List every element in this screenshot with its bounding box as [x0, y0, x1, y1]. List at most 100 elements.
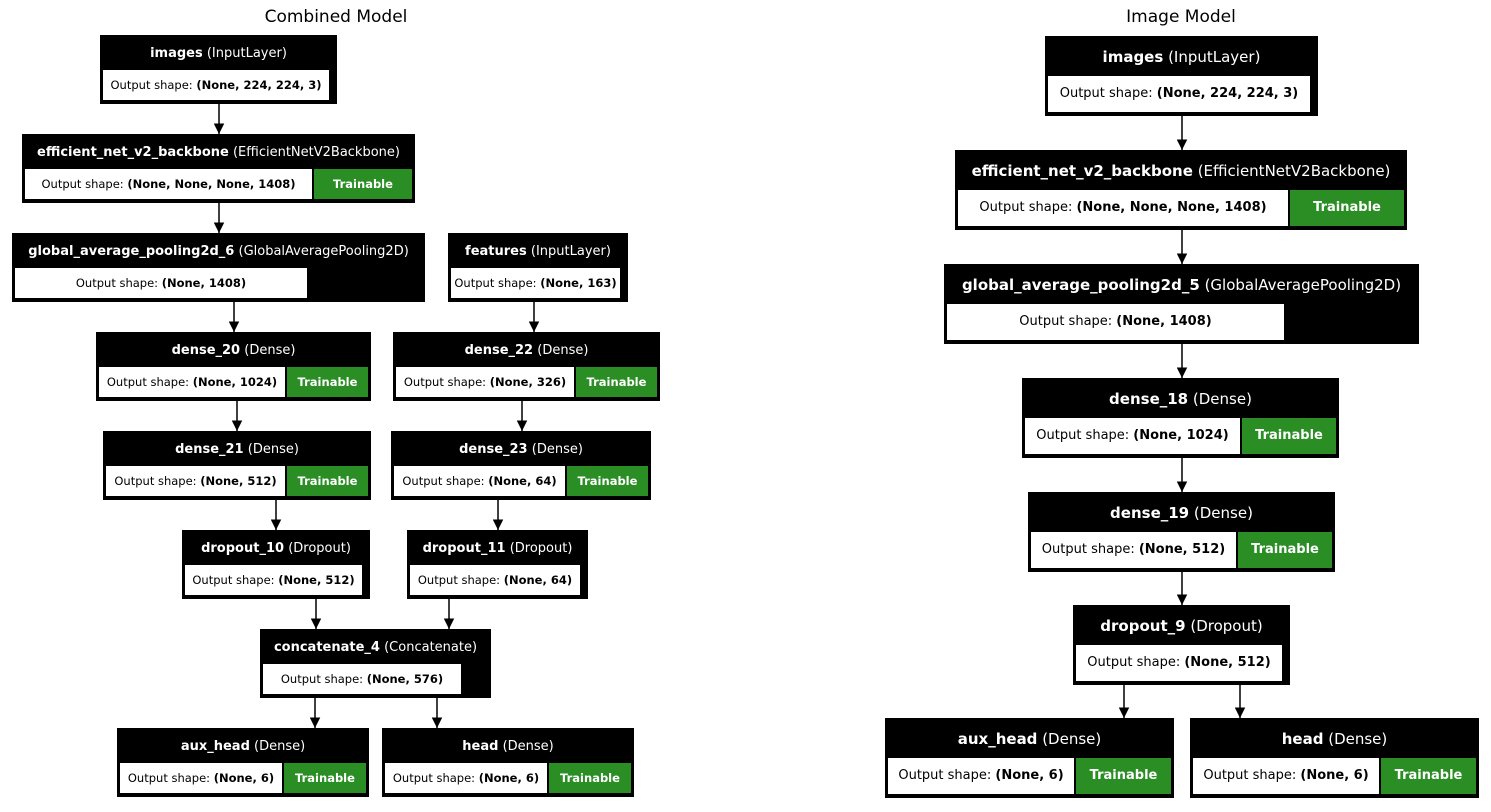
output-shape-box: Output shape: (None, 64) [394, 466, 565, 496]
output-shape-value: (None, None, None, 1408) [1076, 200, 1267, 215]
output-shape-box: Output shape: (None, 512) [185, 565, 362, 595]
layer-name: dense_22 [464, 343, 534, 358]
layer-header: dense_20 (Dense) [96, 335, 371, 367]
output-shape-value: (None, 6) [1300, 768, 1369, 783]
layer-type: (Dense) [531, 442, 583, 457]
layer-node-images: images (InputLayer)Output shape: (None, … [100, 35, 337, 104]
layer-header: dense_19 (Dense) [1028, 495, 1335, 532]
output-shape-value: (None, 163) [540, 276, 617, 290]
layer-type: (Dropout) [509, 541, 573, 556]
layer-type: (Dense) [1328, 730, 1388, 748]
output-shape-value: (None, 224, 224, 3) [196, 78, 322, 92]
output-shape-box: Output shape: (None, None, None, 1408) [25, 169, 312, 199]
trainable-badge: Trainable [1238, 532, 1332, 568]
layer-name: dropout_9 [1100, 617, 1186, 635]
output-shape-value: (None, 6) [478, 771, 540, 785]
output-shape-label: Output shape: [106, 375, 193, 389]
layer-node-images: images (InputLayer)Output shape: (None, … [1045, 36, 1318, 116]
output-shape-box: Output shape: (None, 6) [888, 758, 1074, 794]
output-shape-box: Output shape: (None, 1024) [99, 367, 285, 397]
trainable-badge: Trainable [287, 367, 368, 397]
trainable-badge: Trainable [1242, 418, 1336, 454]
layer-name: global_average_pooling2d_5 [961, 276, 1200, 294]
output-shape-box: Output shape: (None, 6) [385, 763, 547, 793]
output-shape-value: (None, 1024) [192, 375, 278, 389]
output-shape-label: Output shape: [280, 672, 367, 686]
output-shape-value: (None, 64) [488, 474, 557, 488]
output-shape-box: Output shape: (None, 6) [1193, 758, 1379, 794]
layer-type: (GlobalAveragePooling2D) [1204, 276, 1402, 294]
output-shape-box: Output shape: (None, 224, 224, 3) [103, 70, 329, 100]
layer-header: efficient_net_v2_backbone (EfficientNetV… [22, 137, 415, 169]
layer-header: global_average_pooling2d_5 (GlobalAverag… [944, 267, 1419, 304]
layer-name: dense_23 [459, 442, 528, 457]
layer-type: (EfficientNetV2Backbone) [1197, 162, 1391, 180]
combined-model-title: Combined Model [264, 7, 408, 27]
output-shape-box: Output shape: (None, 6) [120, 763, 282, 793]
layer-type: (GlobalAveragePooling2D) [238, 244, 409, 259]
trainable-badge: Trainable [567, 466, 648, 496]
output-shape-box: Output shape: (None, 326) [396, 367, 574, 397]
layer-name: concatenate_4 [273, 640, 380, 655]
layer-type: (EfficientNetV2Backbone) [232, 145, 400, 160]
layer-node-dropout11: dropout_11 (Dropout) Output shape: (None,… [407, 530, 588, 599]
output-shape-label: Output shape: [114, 474, 201, 488]
output-shape-label: Output shape: [1203, 768, 1301, 783]
output-shape-label: Output shape: [75, 276, 162, 290]
layer-name: features [465, 244, 527, 259]
layer-header: head (Dense) [1190, 721, 1479, 758]
trainable-badge: Trainable [576, 367, 657, 397]
layer-header: dense_23 (Dense) [391, 434, 651, 466]
layer-header: head (Dense) [382, 731, 634, 763]
layer-header: global_average_pooling2d_6 (GlobalAverag… [12, 236, 425, 268]
layer-type: (InputLayer) [1168, 48, 1261, 66]
trainable-badge: Trainable [1381, 758, 1476, 794]
output-shape-label: Output shape: [392, 771, 479, 785]
output-shape-box: Output shape: (None, 512) [1076, 645, 1282, 681]
layer-type: (Dense) [1042, 730, 1102, 748]
layer-name: dropout_11 [422, 541, 506, 556]
layer-node-features: features (InputLayer) Output shape: (None… [448, 233, 628, 302]
layer-name: dense_18 [1109, 390, 1189, 408]
layer-name: efficient_net_v2_backbone [971, 162, 1193, 180]
output-shape-value: (None, 64) [503, 573, 573, 587]
layer-node-dense19: dense_19 (Dense)Output shape: (None, 512… [1028, 492, 1335, 572]
layer-node-gap: global_average_pooling2d_6 (GlobalAverag… [12, 233, 425, 302]
output-shape-box: Output shape: (None, 1024) [1025, 418, 1240, 454]
layer-name: global_average_pooling2d_6 [28, 244, 235, 259]
output-shape-box: Output shape: (None, 1408) [947, 304, 1284, 340]
trainable-badge: Trainable [549, 763, 631, 793]
layer-type: (InputLayer) [206, 46, 287, 61]
output-shape-value: (None, 1408) [1116, 314, 1212, 329]
layer-type: (InputLayer) [530, 244, 611, 259]
output-shape-label: Output shape: [402, 474, 489, 488]
output-shape-box: Output shape: (None, None, None, 1408) [958, 190, 1288, 226]
output-shape-label: Output shape: [110, 78, 197, 92]
layer-name: head [462, 739, 499, 754]
output-shape-label: Output shape: [192, 573, 279, 587]
layer-header: dense_18 (Dense) [1022, 381, 1339, 418]
output-shape-label: Output shape: [1059, 86, 1157, 101]
layer-node-head: head (Dense)Output shape: (None, 6)Train… [1190, 718, 1479, 798]
output-shape-value: (None, 6) [995, 768, 1064, 783]
output-shape-box: Output shape: (None, 163) [451, 268, 620, 298]
output-shape-box: Output shape: (None, 512) [1031, 532, 1236, 568]
layer-type: (Dense) [244, 343, 296, 358]
layer-node-auxhead: aux_head (Dense)Output shape: (None, 6)T… [117, 728, 369, 797]
trainable-badge: Trainable [1076, 758, 1171, 794]
output-shape-box: Output shape: (None, 64) [410, 565, 580, 595]
layer-node-dropout9: dropout_9 (Dropout)Output shape: (None, … [1073, 605, 1290, 685]
layer-type: (Dense) [537, 343, 589, 358]
layer-header: concatenate_4 (Concatenate) [260, 632, 491, 664]
output-shape-value: (None, 326) [489, 375, 567, 389]
layer-type: (Dense) [247, 442, 299, 457]
output-shape-label: Output shape: [1019, 314, 1117, 329]
layer-node-dense20: dense_20 (Dense)Output shape: (None, 102… [96, 332, 371, 401]
layer-header: images (InputLayer) [100, 38, 337, 70]
layer-name: dense_21 [175, 442, 244, 457]
image-model-title: Image Model [1126, 7, 1236, 27]
layer-name: dense_20 [171, 343, 241, 358]
output-shape-value: (None, 512) [1184, 655, 1271, 670]
layer-type: (Dropout) [288, 541, 351, 556]
layer-node-dense21: dense_21 (Dense)Output shape: (None, 512… [103, 431, 371, 500]
